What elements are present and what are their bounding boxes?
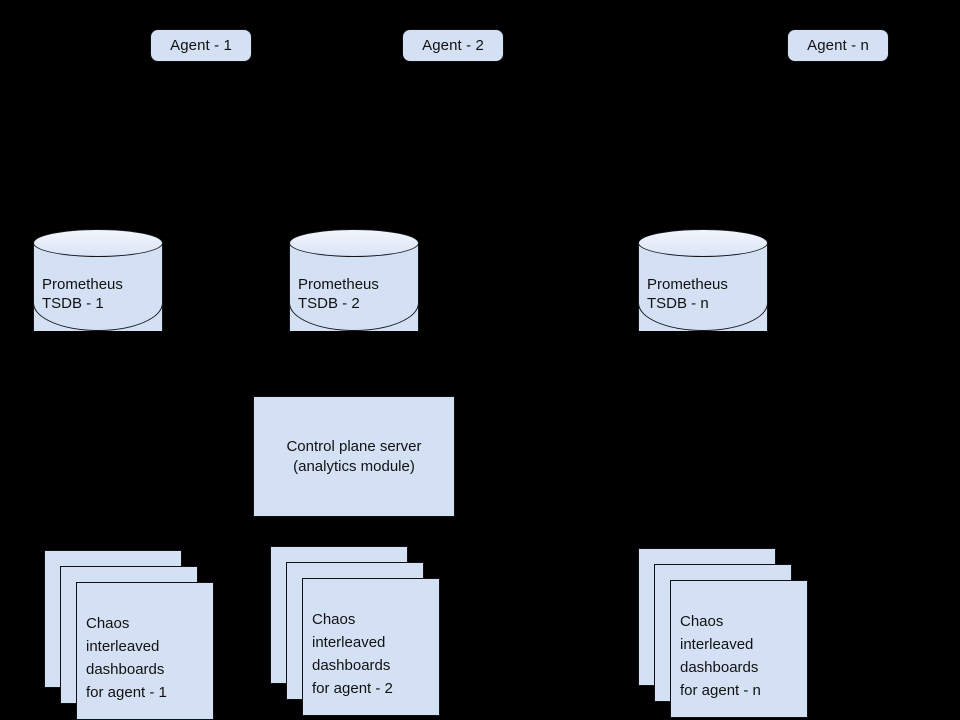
control-plane-label: Control plane server (analytics module) [286, 437, 422, 475]
cylinder-top-n [638, 229, 768, 257]
dashboard-label-n: Chaos interleaved dashboards for agent -… [680, 613, 761, 699]
cylinder-top-2 [289, 229, 419, 257]
agent-label-1: Agent - 1 [170, 37, 232, 54]
database-label-1: Prometheus TSDB - 1 [42, 276, 123, 312]
database-cylinder-2[interactable]: Prometheus TSDB - 2 [289, 229, 419, 345]
database-label-n: Prometheus TSDB - n [647, 276, 728, 312]
cylinder-top-1 [33, 229, 163, 257]
dashboard-stack-1[interactable]: Chaos interleaved dashboards for agent -… [44, 550, 214, 720]
agent-box-2[interactable]: Agent - 2 [402, 29, 504, 62]
edge-agent2-to-tsdb2 [348, 62, 453, 230]
database-label-2: Prometheus TSDB - 2 [298, 276, 379, 312]
dashboard-sheet-front-1 [76, 582, 214, 720]
agent-label-n: Agent - n [807, 37, 869, 54]
dashboard-stack-2[interactable]: Chaos interleaved dashboards for agent -… [270, 546, 440, 716]
dashboard-stack-n[interactable]: Chaos interleaved dashboards for agent -… [638, 548, 808, 718]
database-cylinder-n[interactable]: Prometheus TSDB - n [638, 229, 768, 345]
edge-agent1-to-tsdb1 [92, 62, 201, 230]
agent-label-2: Agent - 2 [422, 37, 484, 54]
edge-tsdbn-to-control [357, 348, 704, 393]
database-cylinder-1[interactable]: Prometheus TSDB - 1 [33, 229, 163, 345]
dashboard-sheet-front-2 [302, 578, 440, 716]
ellipsis-indicator: ... [470, 309, 499, 331]
dashboard-label-1: Chaos interleaved dashboards for agent -… [86, 615, 167, 701]
agent-box-n[interactable]: Agent - n [787, 29, 889, 62]
dashboard-sheet-front-n [670, 580, 808, 718]
control-plane-server-box[interactable]: Control plane server (analytics module) [253, 396, 455, 517]
edge-tsdb1-to-control [97, 348, 353, 393]
dashboard-label-2: Chaos interleaved dashboards for agent -… [312, 611, 393, 697]
edge-agentn-to-tsdbn [697, 62, 839, 230]
agent-box-1[interactable]: Agent - 1 [150, 29, 252, 62]
